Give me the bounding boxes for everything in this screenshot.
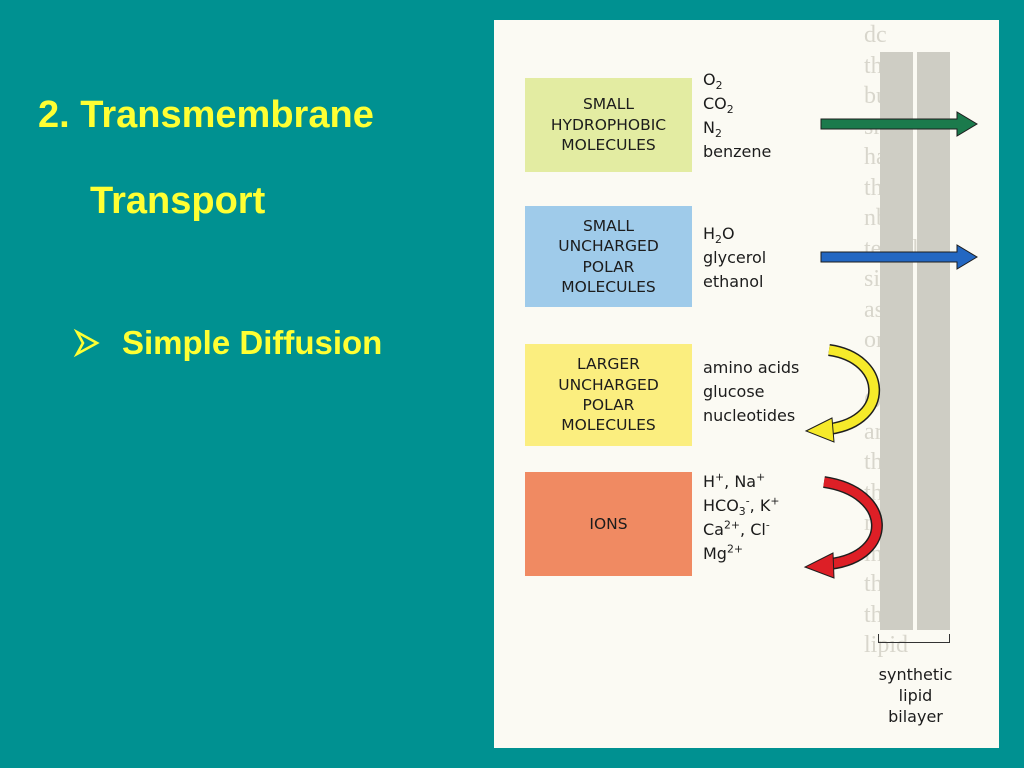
category-box-ions: IONS [525, 472, 692, 576]
example-hco3-k: HCO3-, K+ [703, 494, 780, 519]
example-amino-acids: amino acids [703, 358, 800, 377]
membrane-leaflet-inner [917, 52, 950, 630]
diffusion-arrows [803, 111, 978, 579]
example-n2: N2 [703, 118, 722, 141]
example-list-small-hydrophobic: O2 CO2 N2 benzene [703, 68, 771, 164]
example-ca-cl: Ca2+, Cl- [703, 518, 770, 539]
example-h-na: H+, Na+ [703, 470, 766, 491]
bullet-text: Simple Diffusion [122, 324, 383, 361]
category-box-larger-polar: LARGER UNCHARGED POLAR MOLECULES [525, 344, 692, 446]
example-list-small-polar: H2O glycerol ethanol [703, 222, 766, 294]
example-h2o: H2O [703, 224, 735, 247]
bilayer-label: synthetic lipid bilayer [878, 665, 953, 726]
example-glucose: glucose [703, 382, 765, 401]
permeability-figure: dc theg budd sm haps the c nbra ternal s… [494, 20, 999, 748]
bilayer-bracket [878, 634, 950, 643]
example-list-ions: H+, Na+ HCO3-, K+ Ca2+, Cl- Mg2+ [703, 470, 779, 566]
example-nucleotides: nucleotides [703, 406, 796, 425]
arrowhead-bullet-icon [73, 328, 100, 358]
arrow-small-hydrophobic [820, 111, 978, 137]
example-glycerol: glycerol [703, 248, 767, 267]
arrow-small-polar [820, 244, 978, 270]
example-benzene: benzene [703, 142, 772, 161]
bullet-item: Simple Diffusion [72, 324, 382, 362]
slide-title-continuation: Transport [90, 180, 266, 222]
example-o2: O2 [703, 70, 723, 93]
category-box-small-hydrophobic: SMALL HYDROPHOBIC MOLECULES [525, 78, 692, 172]
example-ethanol: ethanol [703, 272, 764, 291]
example-co2: CO2 [703, 94, 734, 117]
slide-title: 2. Transmembrane [38, 94, 374, 136]
category-box-small-polar: SMALL UNCHARGED POLAR MOLECULES [525, 206, 692, 307]
example-list-larger-polar: amino acids glucose nucleotides [703, 356, 799, 428]
membrane-leaflet-outer [880, 52, 913, 630]
example-mg: Mg2+ [703, 542, 743, 563]
